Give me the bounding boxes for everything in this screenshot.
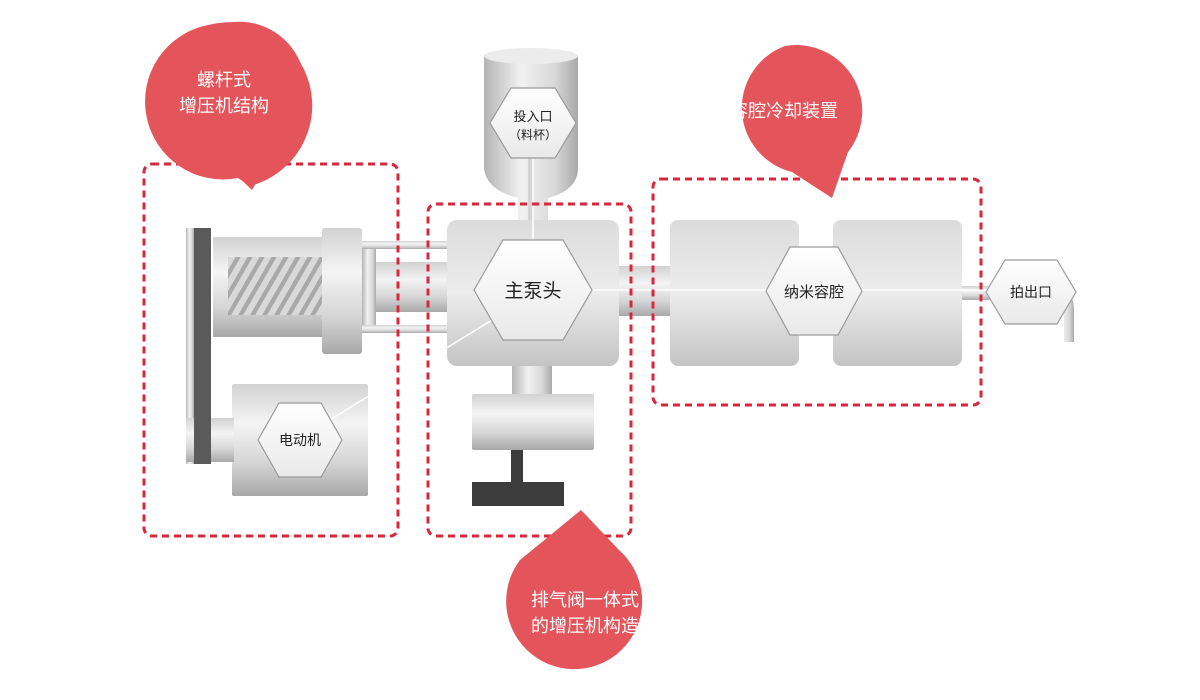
cavity-block-left [670, 220, 799, 366]
callout-cavity-cooling: 容腔冷却装置 [730, 45, 863, 198]
screw-booster-assembly [186, 228, 452, 496]
outlet-hex: 拍出口 [985, 259, 1077, 325]
callout-exhaust-valve: 排气阀一体式 的增压机构造 [506, 510, 643, 670]
cavity-block-right [833, 220, 962, 366]
main-pump-head-hex: 主泵头 [473, 239, 593, 341]
base-stand [472, 482, 564, 506]
nano-cavity-hex: 纳米容腔 [765, 246, 863, 336]
callout-screw-booster-line1: 螺杆式 [197, 70, 251, 91]
nano-cavity-label: 纳米容腔 [784, 283, 844, 301]
booster-shaft [376, 262, 452, 312]
inlet-label-line2: （料杯） [509, 128, 557, 142]
inlet-label-line1: 投入口 [513, 109, 552, 125]
screw-flange [322, 228, 362, 354]
callout-exhaust-valve-line2: 的增压机构造 [531, 616, 639, 637]
motor-label: 电动机 [279, 433, 321, 449]
callout-screw-booster: 螺杆式 增压机结构 [145, 21, 313, 191]
outlet-label: 拍出口 [1010, 285, 1052, 301]
motor-hex: 电动机 [257, 402, 343, 478]
callout-exhaust-valve-line1: 排气阀一体式 [531, 590, 639, 611]
screw-booster-border [142, 162, 400, 538]
main-pump-head-label: 主泵头 [504, 280, 561, 302]
drive-belt [194, 228, 211, 464]
callout-cavity-cooling-text: 容腔冷却装置 [730, 101, 838, 122]
screw-thread [228, 257, 324, 315]
callout-screw-booster-line2: 增压机结构 [179, 96, 269, 117]
piston-cylinder [472, 394, 594, 450]
inlet-hex: 投入口 （料杯） [489, 87, 577, 159]
